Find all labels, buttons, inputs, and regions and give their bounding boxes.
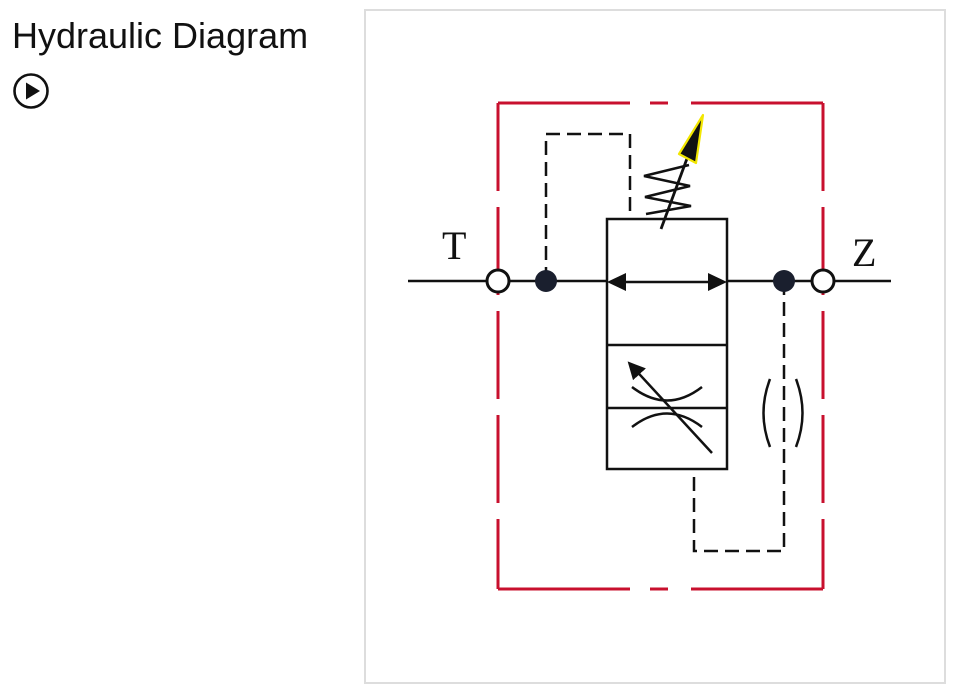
valve-body	[605, 217, 729, 471]
port-t-circle	[485, 268, 511, 294]
enclosure-boundary	[496, 103, 825, 589]
flow-arrow	[607, 273, 727, 291]
junction-dot-left	[535, 270, 557, 292]
port-label-t: T	[442, 223, 466, 268]
play-circle-icon	[13, 73, 49, 109]
adjust-arrow-icon	[677, 113, 705, 165]
enclosure-boundary-top	[498, 101, 823, 591]
page-title: Hydraulic Diagram	[12, 15, 309, 56]
diagram-canvas: T Z	[364, 9, 946, 684]
port-label-z: Z	[852, 230, 876, 275]
pilot-lines	[544, 132, 786, 553]
adjustable-throttle	[627, 361, 713, 454]
port-z-circle	[810, 268, 836, 294]
play-button[interactable]	[12, 72, 50, 110]
adjustable-spring	[643, 113, 705, 230]
junction-dot-right	[773, 270, 795, 292]
hydraulic-diagram: T Z	[408, 101, 891, 591]
fixed-orifice	[762, 378, 804, 448]
